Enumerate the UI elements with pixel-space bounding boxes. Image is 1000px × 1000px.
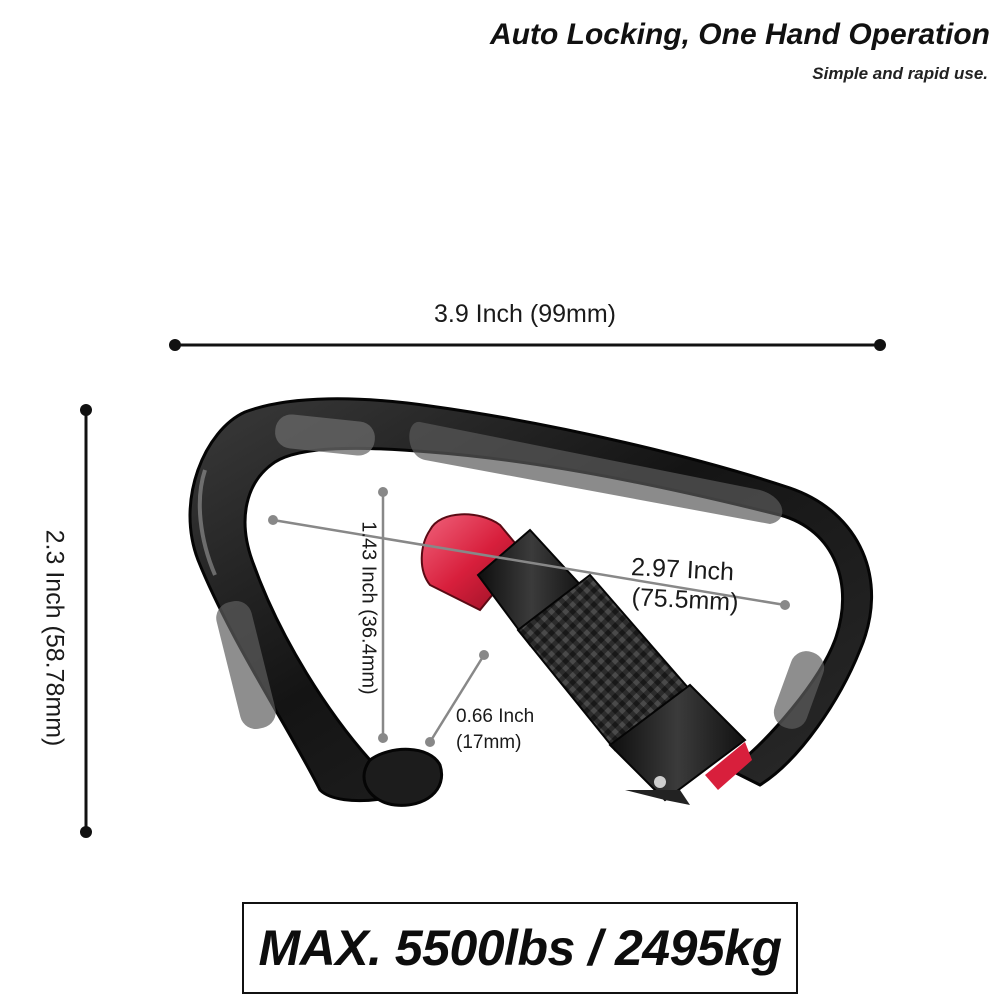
- measurement-guides: [268, 487, 790, 747]
- headline-title: Auto Locking, One Hand Operation: [489, 18, 990, 51]
- height-dimension-line: [80, 404, 92, 838]
- width-dimension-line: [169, 339, 886, 351]
- diagonal-length-mm: (75.5mm): [630, 583, 740, 617]
- carabiner-body: [188, 397, 874, 807]
- overall-width-label: 3.9 Inch (99mm): [0, 300, 1000, 329]
- diagonal-length-label: 2.97 Inch (75.5mm): [629, 552, 741, 618]
- overall-width-text: 3.9 Inch (99mm): [433, 300, 616, 328]
- headline-subtitle: Simple and rapid use.: [812, 64, 988, 83]
- gate-opening-mm: (17mm): [456, 732, 522, 753]
- inner-height-text: 1.43 Inch (36.4mm): [357, 521, 380, 695]
- max-load-text: MAX. 5500lbs / 2495kg: [258, 920, 782, 976]
- max-load-box: MAX. 5500lbs / 2495kg: [242, 902, 798, 994]
- overall-height-text: 2.3 Inch (58.78mm): [40, 529, 69, 747]
- gate-opening-label: 0.66 Inch (17mm): [456, 704, 534, 756]
- gate-opening-inch: 0.66 Inch: [456, 706, 535, 727]
